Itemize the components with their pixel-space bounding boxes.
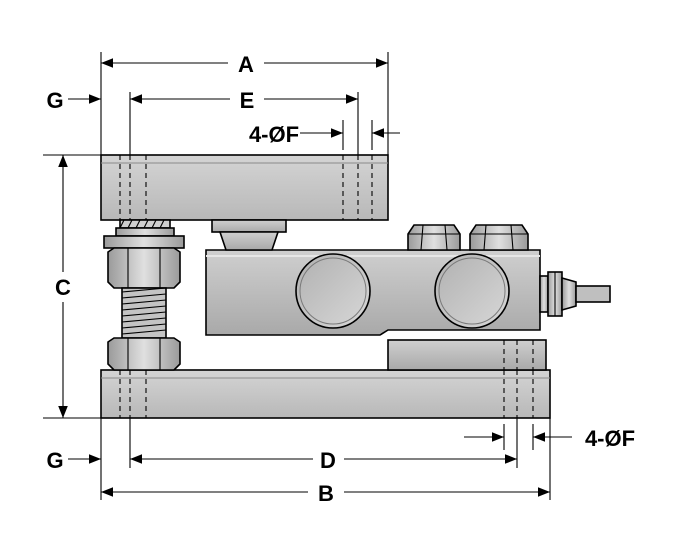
bottom-plate: [100, 369, 551, 419]
label-a: A: [238, 52, 254, 77]
dimension-f-top: 4-ØF: [249, 120, 400, 150]
bolt-head-right: [469, 224, 529, 251]
load-cell-body: [205, 249, 541, 336]
load-button: [211, 219, 287, 251]
dimension-c: C: [55, 155, 71, 418]
label-g-bottom: G: [46, 448, 63, 473]
cell-hole-right: [434, 253, 510, 329]
dimension-e: E: [130, 88, 358, 113]
dimension-g-top: G: [46, 88, 101, 113]
spacer-block: [387, 339, 547, 371]
top-plate: [100, 154, 389, 221]
label-f-bottom: 4-ØF: [585, 426, 635, 451]
dimension-f-bottom: 4-ØF: [464, 424, 635, 451]
label-d: D: [320, 448, 336, 473]
label-b: B: [318, 481, 334, 506]
extension-lines: [43, 52, 551, 500]
dimension-b: B: [101, 481, 550, 506]
bolt-head-left: [407, 224, 461, 251]
label-e: E: [240, 88, 255, 113]
cable-gland: [539, 271, 577, 317]
threaded-rod-assembly: [103, 219, 185, 371]
label-f-top: 4-ØF: [249, 122, 299, 147]
label-c: C: [55, 275, 71, 300]
label-g-top: G: [46, 88, 63, 113]
cable: [575, 285, 611, 303]
dimension-g-bottom: G: [46, 448, 101, 473]
dimension-a: A: [101, 52, 388, 77]
cell-hole-left: [295, 253, 371, 329]
dimension-d: D: [130, 448, 517, 473]
